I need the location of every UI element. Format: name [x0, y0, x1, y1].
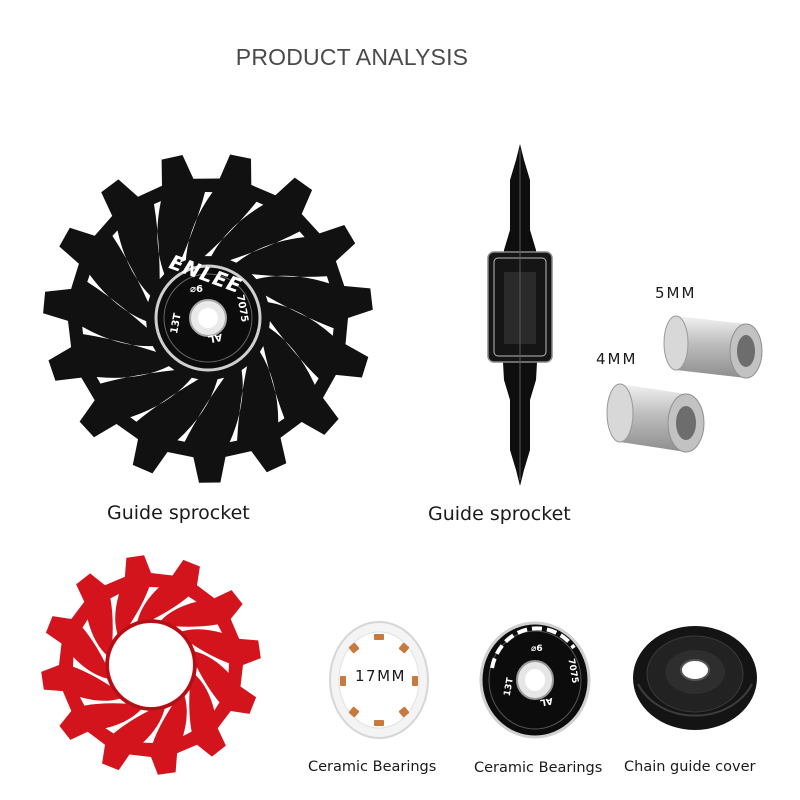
hub-disc-bore-value: 6 — [536, 644, 543, 654]
chain-guide-cover-image — [633, 626, 757, 730]
ceramic-bearing-image — [329, 621, 429, 739]
page-title: PRODUCT ANALYSIS — [235, 44, 469, 70]
hub-disc-bore-label: ⌀6 — [531, 644, 543, 654]
hub-bore-value: 6 — [196, 284, 203, 295]
hub-disc-image — [479, 621, 591, 739]
spacer-4mm-label: 4MM — [596, 350, 638, 368]
front-sprocket-caption: Guide sprocket — [107, 502, 250, 524]
black-sprocket-side-image — [487, 144, 553, 486]
bearing-caption: Ceramic Bearings — [308, 759, 437, 775]
hub-bore-label: ⌀6 — [190, 284, 203, 295]
side-sprocket-caption: Guide sprocket — [428, 503, 571, 525]
spacer-4mm-image — [606, 383, 705, 453]
cover-caption: Chain guide cover — [624, 759, 756, 775]
spacer-5mm-image — [663, 315, 763, 379]
black-sprocket-front-image — [43, 154, 373, 483]
bearing-size-label: 17MM — [355, 667, 406, 685]
red-sprocket-image — [41, 555, 261, 775]
hub-disc-caption: Ceramic Bearings — [474, 760, 603, 776]
spacer-5mm-label: 5MM — [655, 284, 697, 302]
